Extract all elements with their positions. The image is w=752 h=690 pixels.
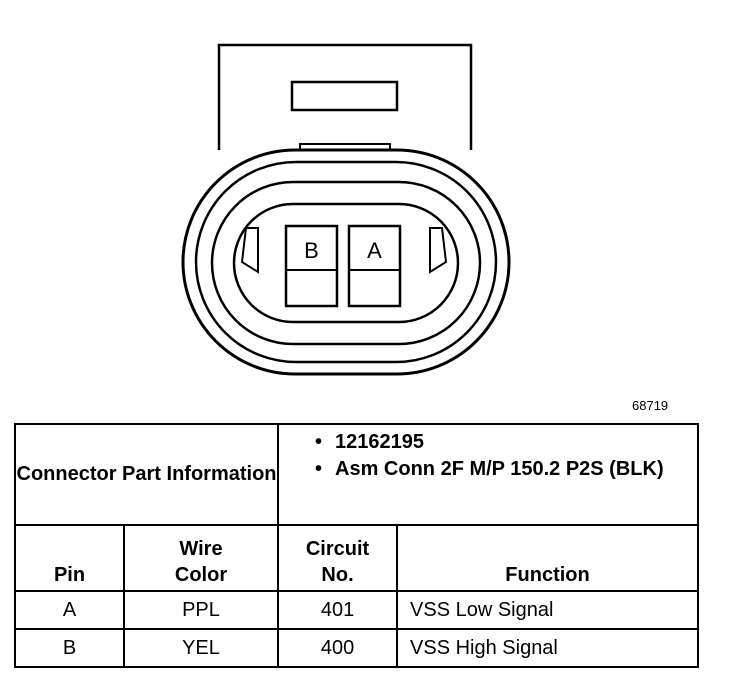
header-wire-color: Wire Color bbox=[122, 524, 280, 592]
connector-latch bbox=[217, 43, 473, 150]
part-info-list: 12162195 Asm Conn 2F M/P 150.2 P2S (BLK) bbox=[277, 423, 700, 526]
wire-color-cell: PPL bbox=[122, 590, 280, 630]
right-key bbox=[429, 227, 448, 274]
connector-inner-shell bbox=[210, 180, 482, 346]
pin-cell: A bbox=[14, 590, 125, 630]
pin-b-label: B bbox=[304, 238, 319, 263]
latch-notch bbox=[299, 143, 391, 150]
connector-outer-shell bbox=[181, 148, 511, 376]
pin-a-label: A bbox=[367, 238, 382, 263]
header-pin: Pin bbox=[14, 524, 125, 592]
latch-window bbox=[290, 80, 399, 112]
header-function: Function bbox=[396, 524, 700, 592]
column-header-row: Pin Wire Color Circuit No. Function bbox=[14, 524, 700, 592]
connector-diagram: B A bbox=[181, 43, 511, 376]
part-description: Asm Conn 2F M/P 150.2 P2S (BLK) bbox=[315, 457, 697, 482]
pin-b-terminal bbox=[284, 224, 339, 308]
left-key bbox=[240, 227, 259, 274]
table-row: A PPL 401 VSS Low Signal bbox=[14, 590, 700, 630]
figure-id: 68719 bbox=[632, 398, 669, 413]
table-row: B YEL 400 VSS High Signal bbox=[14, 628, 700, 668]
function-cell: VSS Low Signal bbox=[396, 590, 700, 630]
circuit-cell: 400 bbox=[277, 628, 399, 668]
part-number: 12162195 bbox=[315, 430, 697, 455]
part-info-label: Connector Part Information bbox=[13, 423, 280, 526]
connector-info-table: Connector Part Information 12162195 Asm … bbox=[13, 423, 700, 668]
function-cell: VSS High Signal bbox=[396, 628, 700, 668]
connector-middle-shell bbox=[194, 160, 498, 364]
header-wire-color-text: Wire Color bbox=[174, 538, 228, 586]
pin-cell: B bbox=[14, 628, 125, 668]
circuit-cell: 401 bbox=[277, 590, 399, 630]
pin-a-terminal bbox=[347, 224, 402, 308]
header-circuit: Circuit No. bbox=[277, 524, 399, 592]
header-circuit-text: Circuit No. bbox=[305, 538, 370, 586]
connector-cavity bbox=[232, 202, 460, 324]
part-info-row: Connector Part Information 12162195 Asm … bbox=[13, 423, 700, 526]
wire-color-cell: YEL bbox=[122, 628, 280, 668]
